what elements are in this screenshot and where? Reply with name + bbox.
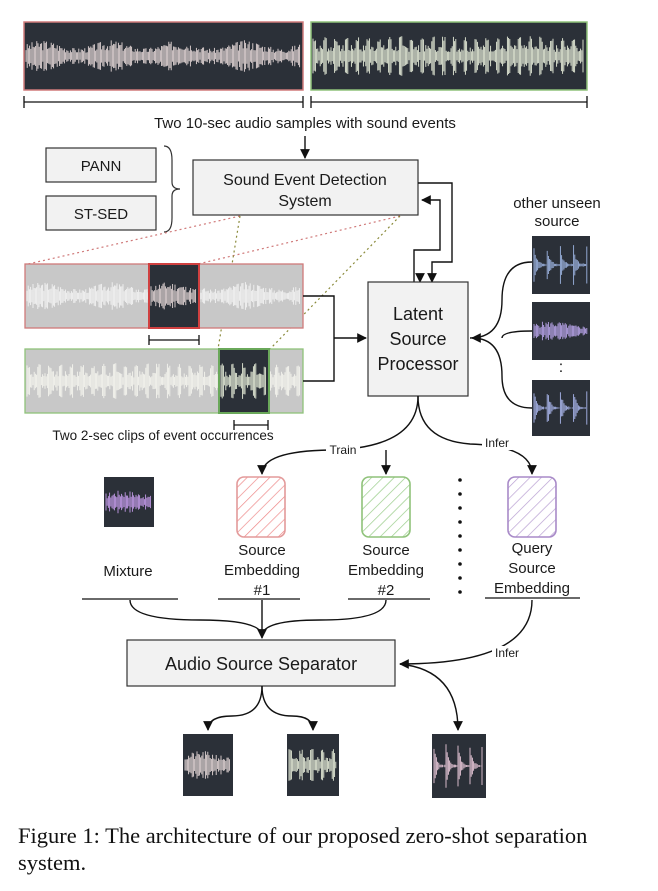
unseen-source-1 (532, 236, 590, 294)
separator-outputs (203, 663, 463, 731)
query-line1: Query (512, 540, 553, 557)
clips-label: Two 2-sec clips of event occurrences (52, 428, 274, 443)
waveform-trace (433, 744, 483, 788)
embed1-line2: Embedding (224, 562, 300, 579)
svg-text:Source: Source (389, 329, 446, 349)
unseen-label-line1: other unseen (513, 195, 601, 212)
query-line3: Embedding (494, 580, 570, 597)
unseen-to-processor (469, 261, 533, 409)
waveform-trace (312, 36, 584, 76)
clip-strip-2 (24, 348, 304, 414)
mixture-clip (104, 477, 154, 527)
waveform-trace (533, 321, 588, 341)
mixture-label: Mixture (103, 563, 152, 580)
query-line2: Source (508, 560, 556, 577)
duration-ruler (23, 96, 588, 108)
svg-text:Sound Event Detection: Sound Event Detection (223, 172, 387, 189)
embed2-line2: Embedding (348, 562, 424, 579)
unseen-source-2 (532, 302, 590, 360)
source-embedding-2-card (361, 476, 411, 538)
clip-strip-1 (24, 263, 304, 329)
clip-1-ruler (148, 335, 200, 345)
separated-output-2 (287, 734, 339, 796)
waveform-trace (150, 282, 196, 310)
waveform-trace (288, 749, 337, 781)
latent-source-processor-box: Latent Source Processor (367, 281, 469, 397)
train-label-bg (326, 443, 360, 457)
top-samples-label: Two 10-sec audio samples with sound even… (154, 115, 456, 132)
infer-label-bottom: Infer (495, 646, 519, 660)
clip-2-ruler (233, 420, 269, 430)
waveform-trace (184, 751, 230, 779)
model-brace (163, 145, 181, 233)
svg-text:Audio Source Separator: Audio Source Separator (165, 654, 357, 674)
svg-text:Latent: Latent (393, 304, 443, 324)
waveform-trace (220, 363, 266, 399)
detection-dotted-lines (27, 215, 401, 350)
embed1-line3: #1 (254, 582, 271, 599)
embed1-line1: Source (238, 542, 286, 559)
audio-source-separator-box: Audio Source Separator (126, 639, 396, 687)
waveform-trace (533, 245, 588, 285)
svg-text:ST-SED: ST-SED (74, 206, 128, 223)
svg-text:PANN: PANN (81, 158, 122, 175)
embed2-line1: Source (362, 542, 410, 559)
unseen-ellipsis: : (559, 359, 563, 376)
unseen-source-3 (532, 380, 590, 436)
figure-caption: Figure 1: The architecture of our propos… (18, 823, 588, 875)
pann-box: PANN (45, 147, 157, 183)
source-embedding-1-card (236, 476, 286, 538)
infer-label-bg-2 (492, 646, 522, 660)
svg-text:Processor: Processor (377, 354, 458, 374)
infer-label-bg (482, 436, 512, 450)
svg-text:System: System (278, 193, 331, 210)
sed-system-box: Sound Event Detection System (192, 159, 419, 216)
st-sed-box: ST-SED (45, 195, 157, 231)
train-label: Train (330, 443, 357, 457)
clips-to-processor (303, 295, 367, 382)
embed2-line3: #2 (378, 582, 395, 599)
sed-processor-loop (413, 182, 453, 283)
unseen-label-line2: source (534, 213, 579, 230)
query-output (432, 734, 486, 798)
infer-label-top: Infer (485, 436, 509, 450)
sample-2-waveform (310, 21, 588, 91)
vertical-dots (458, 478, 462, 594)
waveform-trace (105, 490, 151, 514)
waveform-trace (25, 40, 301, 72)
sample-1-waveform (23, 21, 304, 91)
waveform-trace (533, 391, 588, 425)
query-embedding-card (507, 476, 557, 538)
separated-output-1 (183, 734, 233, 796)
